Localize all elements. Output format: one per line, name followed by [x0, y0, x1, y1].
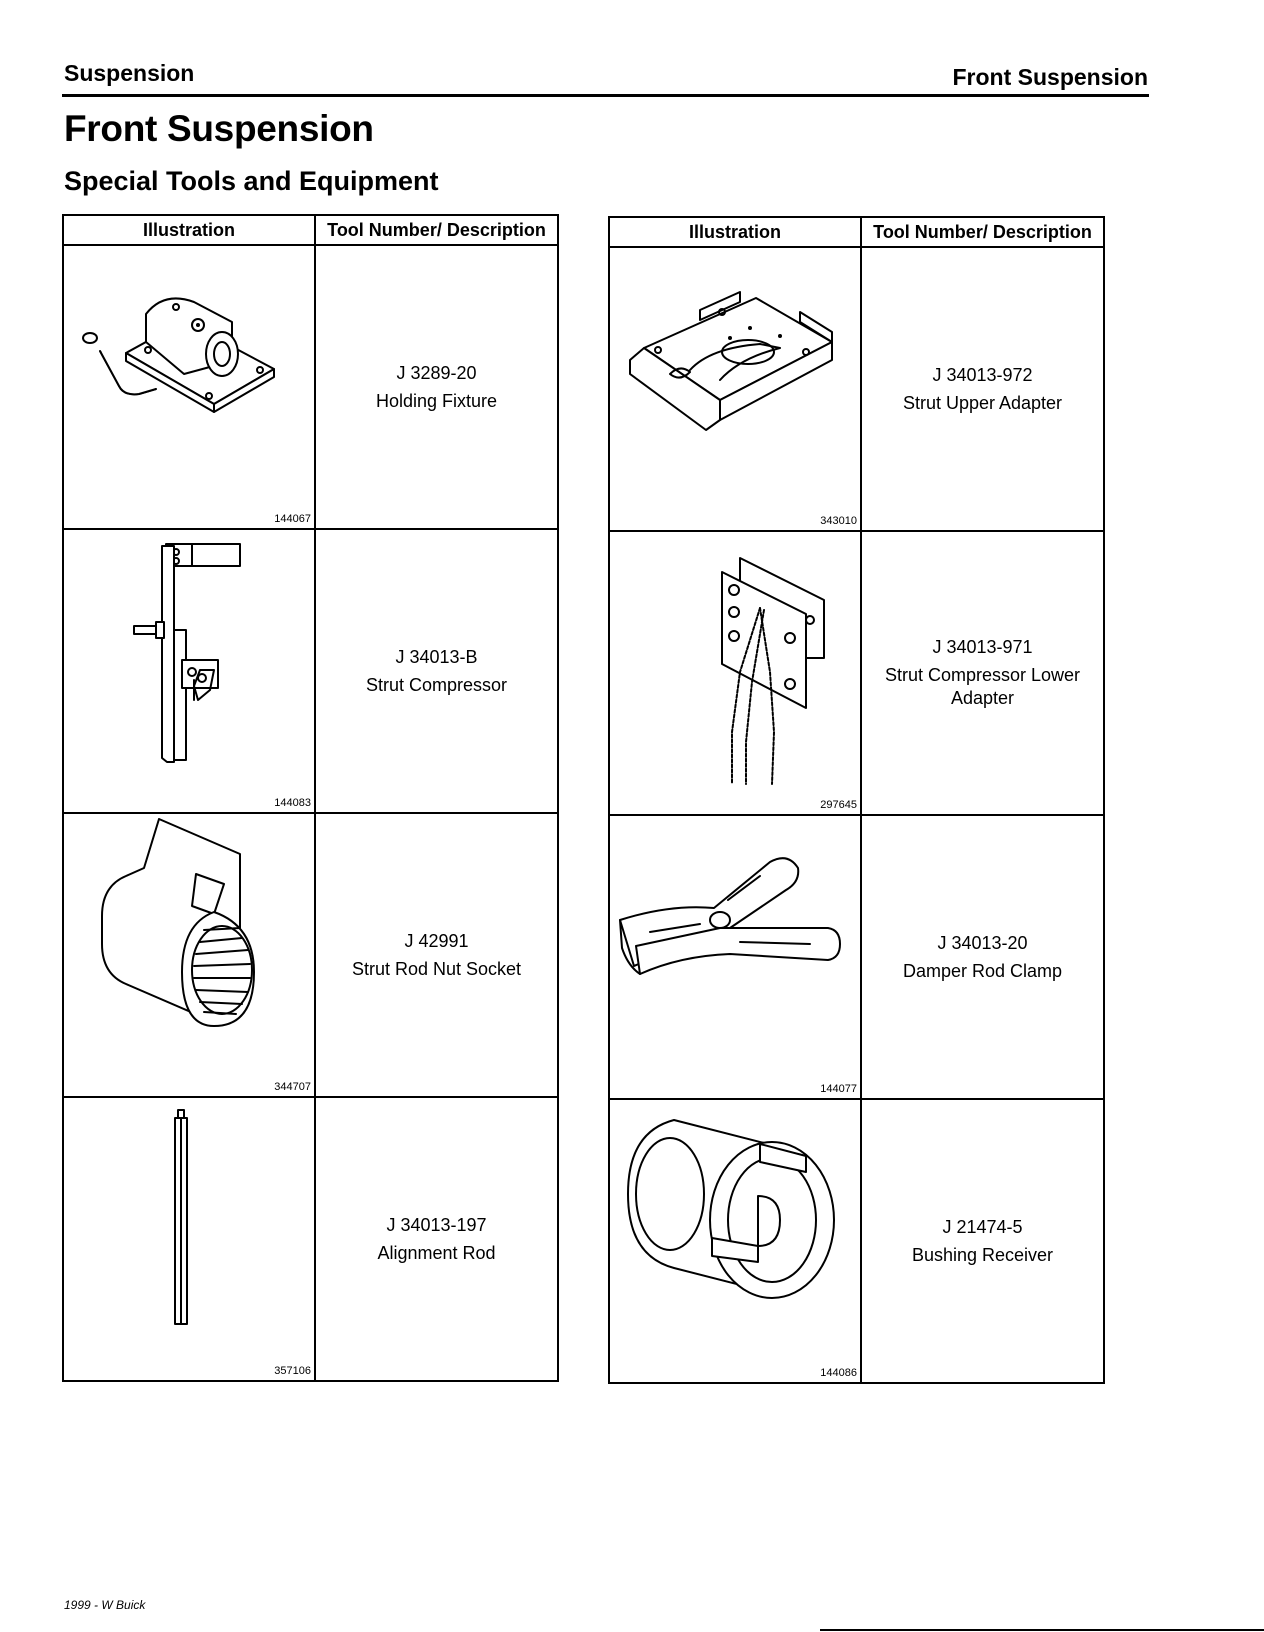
col-header-tool-description: Tool Number/ Description: [314, 214, 559, 246]
tool-description-cell: J 21474-5 Bushing Receiver: [860, 1098, 1105, 1384]
alignment-rod-drawing: [174, 1109, 188, 1325]
tool-illustration: 297645: [608, 530, 862, 816]
strut-compressor-lower-adapter-drawing: [721, 557, 825, 785]
tool-description-cell: J 34013-20 Damper Rod Clamp: [860, 814, 1105, 1100]
tool-name: Damper Rod Clamp: [902, 960, 1063, 981]
tool-illustration: 144083: [62, 528, 316, 814]
tool-illustration: 343010: [608, 246, 862, 532]
tool-number: J 34013-971: [932, 637, 1033, 657]
tool-name: Alignment Rod: [377, 1242, 496, 1263]
tool-number: J 21474-5: [942, 1216, 1023, 1237]
tools-table-left: Illustration Tool Number/ Description: [62, 214, 559, 1382]
table-row: 144067 J 3289-20 Holding Fixture: [62, 244, 559, 530]
tool-name: Holding Fixture: [375, 390, 498, 411]
col-header-tool-description: Tool Number/ Description: [860, 216, 1105, 248]
tool-illustration: 144086: [608, 1098, 862, 1384]
table-header-row: Illustration Tool Number/ Description: [608, 216, 1105, 248]
figure-id: 144086: [820, 1367, 857, 1379]
table-row: 144077 J 34013-20 Damper Rod Clamp: [608, 814, 1105, 1100]
tool-description-cell: J 34013-971 Strut Compressor Lower Adapt…: [860, 530, 1105, 816]
damper-rod-clamp-drawing: [619, 857, 841, 975]
strut-upper-adapter-drawing: [629, 291, 833, 431]
table-row: 144086 J 21474-5 Bushing Receiver: [608, 1098, 1105, 1384]
tool-number: J 34013-972: [932, 364, 1033, 385]
tool-name: Strut Compressor: [365, 674, 508, 695]
tool-number: J 34013-20: [937, 932, 1028, 953]
table-row: 357106 J 34013-197 Alignment Rod: [62, 1096, 559, 1382]
figure-id: 144083: [274, 797, 311, 809]
tool-name: Strut Rod Nut Socket: [351, 958, 522, 979]
figure-id: 343010: [820, 515, 857, 527]
tool-name: Bushing Receiver: [911, 1244, 1054, 1265]
table-row: 297645 J 34013-971 Strut Compressor Lowe…: [608, 530, 1105, 816]
strut-rod-nut-socket-drawing: [101, 818, 255, 1027]
tool-illustration: 357106: [62, 1096, 316, 1382]
figure-id: 144077: [820, 1083, 857, 1095]
running-header-chapter: Front Suspension: [952, 64, 1149, 90]
tool-description-cell: J 34013-197 Alignment Rod: [314, 1096, 559, 1382]
tool-number: J 34013-B: [395, 646, 478, 667]
figure-id: 144067: [274, 513, 311, 525]
holding-fixture-drawing: [82, 297, 275, 413]
tool-description-cell: J 34013-972 Strut Upper Adapter: [860, 246, 1105, 532]
figure-id: 297645: [820, 799, 857, 811]
tool-name: Strut Upper Adapter: [902, 392, 1063, 413]
figure-id: 357106: [274, 1365, 311, 1377]
tool-description-cell: J 34013-B Strut Compressor: [314, 528, 559, 814]
tool-number: J 3289-20: [396, 362, 477, 383]
strut-compressor-drawing: [133, 543, 241, 763]
tool-illustration: 144077: [608, 814, 862, 1100]
header-rule: [62, 94, 1149, 97]
table-row: 144083 J 34013-B Strut Compressor: [62, 528, 559, 814]
table-header-row: Illustration Tool Number/ Description: [62, 214, 559, 246]
tool-name: Strut Compressor Lower Adapter: [884, 665, 1081, 708]
col-header-illustration: Illustration: [62, 214, 316, 246]
bushing-receiver-drawing: [627, 1119, 835, 1299]
table-row: 344707 J 42991 Strut Rod Nut Socket: [62, 812, 559, 1098]
section-title: Special Tools and Equipment: [64, 166, 439, 196]
page-title: Front Suspension: [64, 108, 374, 149]
running-header-section: Suspension: [64, 60, 195, 86]
tool-number: J 34013-197: [386, 1214, 487, 1235]
page-footer: 1999 - W Buick: [64, 1598, 146, 1612]
tool-number: J 42991: [404, 930, 469, 951]
col-header-illustration: Illustration: [608, 216, 862, 248]
tool-illustration: 344707: [62, 812, 316, 1098]
tool-description-cell: J 3289-20 Holding Fixture: [314, 244, 559, 530]
tool-description-cell: J 42991 Strut Rod Nut Socket: [314, 812, 559, 1098]
figure-id: 344707: [274, 1081, 311, 1093]
footer-rule: [820, 1629, 1264, 1631]
tool-illustration: 144067: [62, 244, 316, 530]
tools-table-right: Illustration Tool Number/ Description: [608, 216, 1105, 1384]
table-row: 343010 J 34013-972 Strut Upper Adapter: [608, 246, 1105, 532]
